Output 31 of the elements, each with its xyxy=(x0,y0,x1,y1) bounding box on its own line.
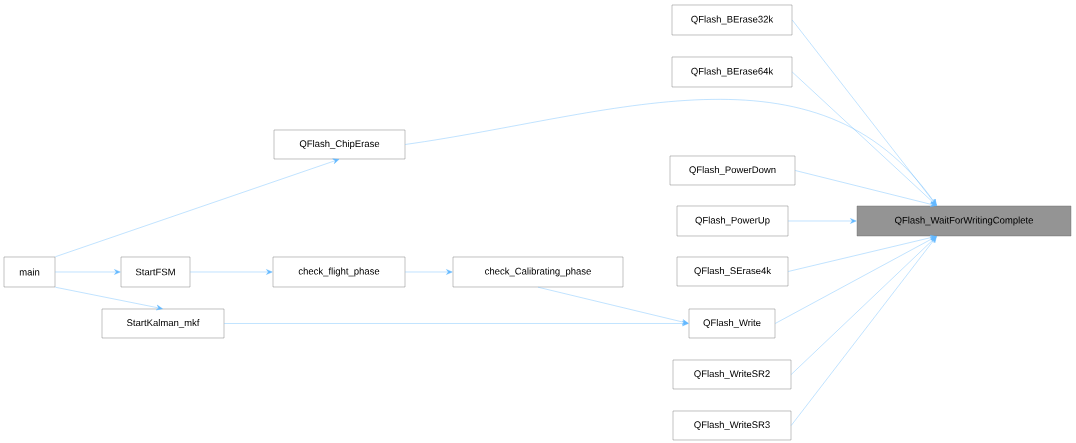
function-box: StartKalman_mkf xyxy=(101,308,225,339)
function-box: QFlash_WaitForWritingComplete xyxy=(856,205,1072,237)
arrow xyxy=(788,218,857,224)
arrow xyxy=(791,236,937,426)
function-box: QFlash_BErase64k xyxy=(671,56,793,88)
arrow xyxy=(405,99,937,206)
function-box: QFlash_BErase32k xyxy=(671,4,793,36)
arrow xyxy=(792,71,937,206)
function-box: check_flight_phase xyxy=(272,256,406,288)
function-box: QFlash_Write xyxy=(688,308,776,339)
arrow xyxy=(55,287,163,311)
function-box: QFlash_PowerDown xyxy=(669,155,796,186)
function-box: QFlash_PowerUp xyxy=(676,205,789,237)
function-box: QFlash_WriteSR2 xyxy=(672,359,792,390)
arrow xyxy=(788,235,937,272)
arrow xyxy=(405,269,453,275)
arrow xyxy=(190,269,273,275)
function-box: QFlash_SErase4k xyxy=(676,256,789,287)
function-box: StartFSM xyxy=(120,256,191,288)
function-box: check_Calibrating_phase xyxy=(452,256,624,288)
arrow xyxy=(55,158,340,257)
arrow xyxy=(775,236,937,324)
arrow xyxy=(795,170,937,207)
function-box: main xyxy=(3,256,56,288)
function-box: QFlash_ChipErase xyxy=(273,129,406,160)
arrow xyxy=(792,19,937,206)
arrow xyxy=(224,320,689,327)
arrow xyxy=(55,269,121,275)
arrow xyxy=(791,236,937,375)
arrow xyxy=(537,287,689,325)
function-box: QFlash_WriteSR3 xyxy=(672,410,792,441)
